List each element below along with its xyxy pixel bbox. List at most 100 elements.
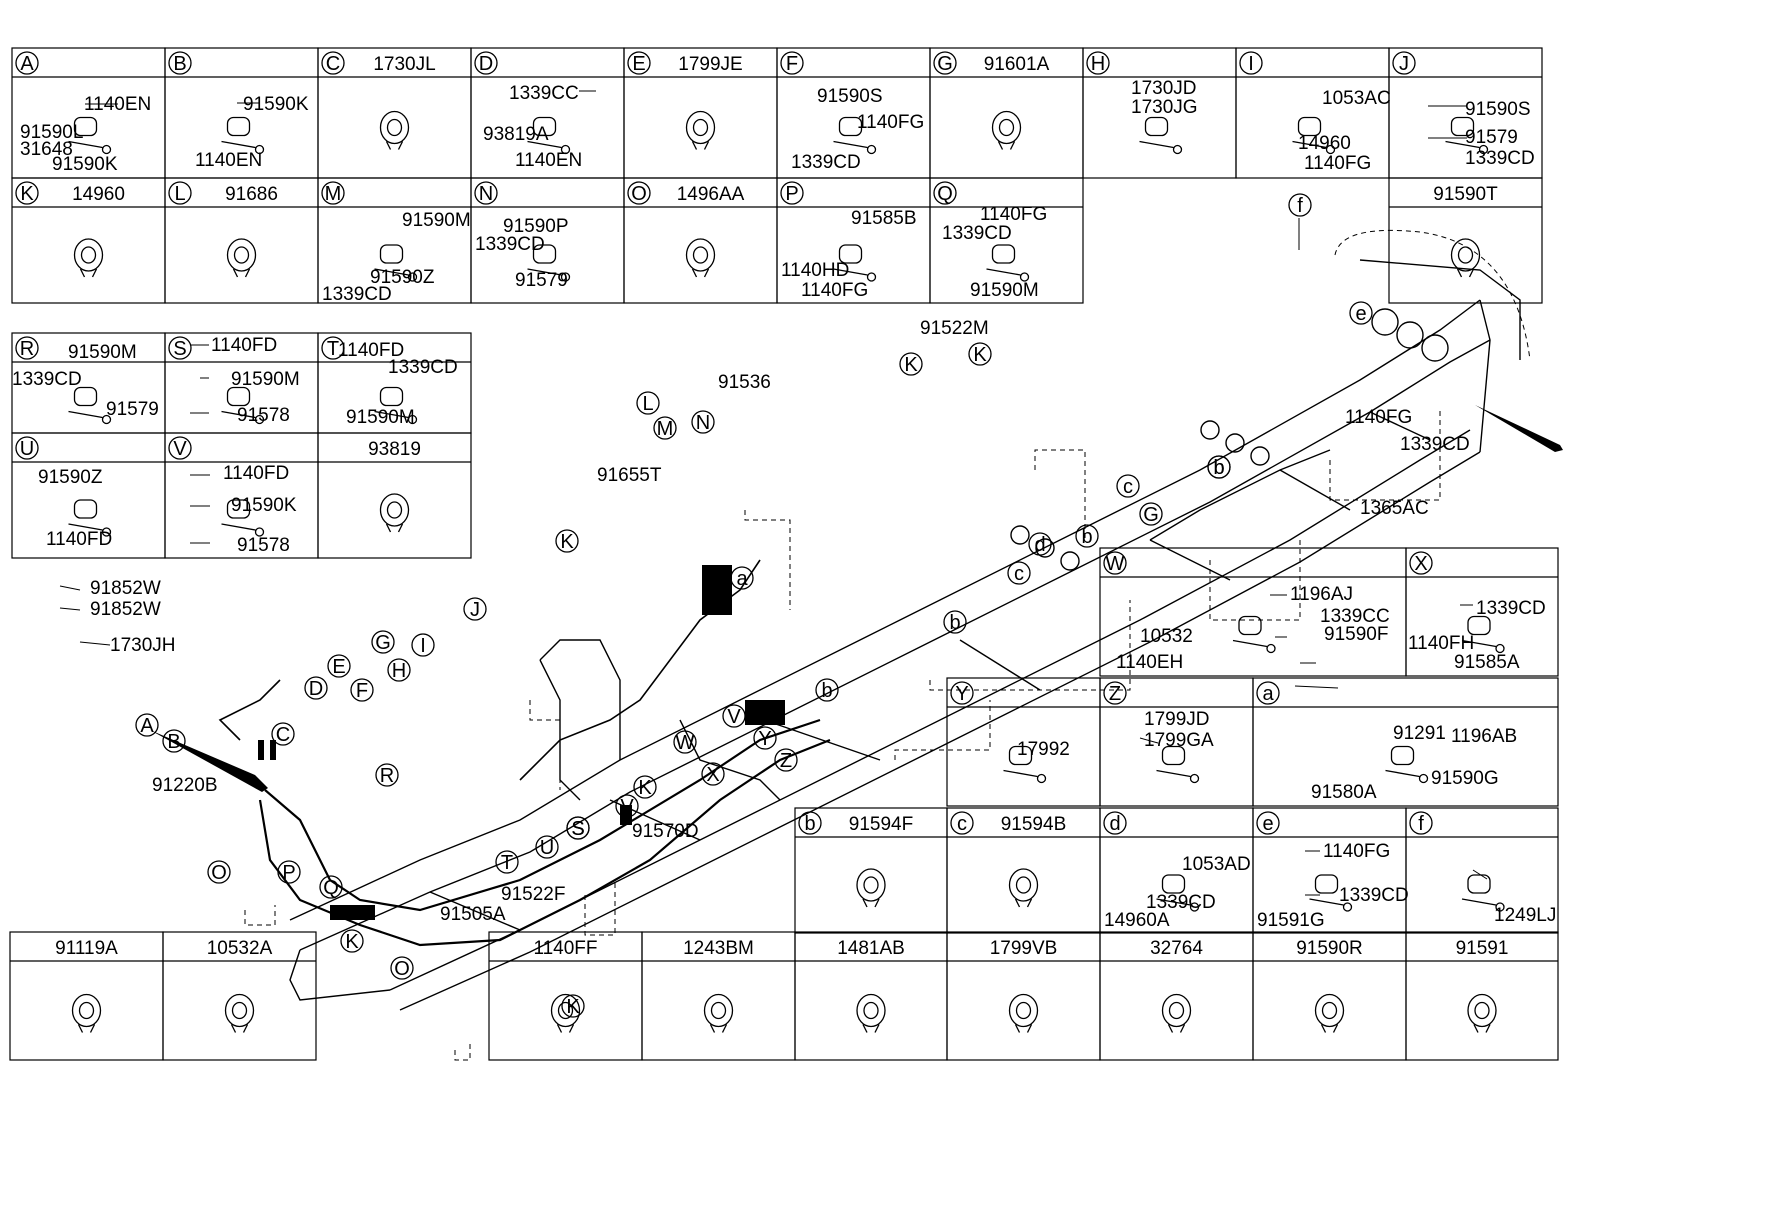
cell-letter-W: W <box>1103 551 1127 575</box>
callout-letter: M <box>325 183 342 205</box>
callout-K: K <box>340 929 364 953</box>
callout-circle <box>277 860 301 884</box>
cell-n5: 1481AB <box>794 931 948 1061</box>
part-number: 31648 <box>20 139 73 160</box>
callout-letter: K <box>566 996 580 1018</box>
callout-c: c <box>1116 474 1140 498</box>
callout-N: N <box>691 410 715 434</box>
callout-letter: N <box>479 183 493 205</box>
cell-n7: 32764 <box>1099 931 1254 1061</box>
cell-n4: 1243BM <box>641 931 796 1061</box>
callout-letter: J <box>470 599 480 621</box>
callout-letter: f <box>1418 813 1424 835</box>
part-number: 1730JD <box>1131 78 1197 99</box>
leader-line <box>59 607 81 611</box>
part-number: 91579 <box>106 399 159 420</box>
callout-circle <box>1103 681 1127 705</box>
cell-title: 91594F <box>849 814 913 835</box>
cell-letter-Y: Y <box>950 681 974 705</box>
part-number: 1249LJ <box>1494 905 1556 926</box>
cell-title: 1496AA <box>677 184 745 205</box>
part-number: 1140FG <box>1304 153 1371 174</box>
cell-letter-S: S <box>168 336 192 360</box>
part-sketch-icon <box>226 238 257 278</box>
callout-letter: Z <box>780 750 792 772</box>
callout-K: K <box>899 352 923 376</box>
callout-letter: K <box>20 183 34 205</box>
part-sketch-icon <box>991 110 1022 150</box>
callout-letter: E <box>632 53 645 75</box>
part-number: 1339CD <box>1146 892 1216 913</box>
part-number: 91590P <box>503 216 569 237</box>
callout-circle <box>474 181 498 205</box>
cell-title: 1481AB <box>837 938 905 959</box>
cell-border <box>1405 931 1559 1061</box>
part-sketch-icon <box>856 993 886 1033</box>
callout-letter: D <box>309 678 323 700</box>
part-number: 1140EH <box>1116 652 1183 673</box>
frame-part-number: 91655T <box>597 465 662 486</box>
cell-border <box>929 177 1084 304</box>
part-number: 91590S <box>1465 99 1531 120</box>
callout-circle <box>933 181 957 205</box>
part-number: 1339CD <box>791 152 861 173</box>
cell-border <box>1388 177 1543 304</box>
part-sketch-icon <box>1461 615 1505 654</box>
callout-circle <box>321 51 345 75</box>
callout-Q: Q <box>319 875 343 899</box>
cell-letter-Q: Q <box>933 181 957 205</box>
callout-b: b <box>815 678 839 702</box>
part-sketch-icon <box>685 110 716 150</box>
part-sketch-icon <box>833 244 877 282</box>
part-number: 10532 <box>1140 626 1193 647</box>
callout-circle <box>950 811 974 835</box>
callout-c: c <box>1007 561 1031 585</box>
callout-letter: B <box>173 53 186 75</box>
frame-part-number: 91522M <box>920 318 989 339</box>
callout-circle <box>1028 532 1052 556</box>
callout-letter: Y <box>758 728 771 750</box>
callout-D: D <box>304 676 328 700</box>
callout-letter: O <box>211 862 227 884</box>
cell-letter-K: K <box>15 181 39 205</box>
callout-circle <box>304 676 328 700</box>
callout-circle <box>340 929 364 953</box>
callout-letter: e <box>1262 813 1273 835</box>
part-number: 1053AD <box>1182 854 1251 875</box>
part-sketch-icon <box>374 244 418 282</box>
part-sketch-icon <box>833 116 877 155</box>
callout-letter: e <box>1355 303 1366 325</box>
callout-b: b <box>1207 455 1231 479</box>
part-sketch-icon <box>71 993 102 1033</box>
callout-circle <box>411 633 435 657</box>
cell-letter-V: V <box>168 436 192 460</box>
cell-title: 91590T <box>1433 184 1498 205</box>
callout-circle <box>691 410 715 434</box>
cell-title: 91590R <box>1296 938 1363 959</box>
callout-letter: Q <box>323 877 339 899</box>
part-sketch-icon <box>856 868 886 908</box>
callout-letter: S <box>571 818 584 840</box>
callout-letter: b <box>804 813 815 835</box>
cell-title: 91601A <box>984 54 1050 75</box>
cell-letter-d: d <box>1103 811 1127 835</box>
callout-Y: Y <box>753 726 777 750</box>
callout-circle <box>566 816 590 840</box>
callout-letter: X <box>706 764 719 786</box>
callout-circle <box>350 678 374 702</box>
part-sketch-icon <box>1161 993 1192 1033</box>
callout-M: M <box>653 416 677 440</box>
part-number: 1196AB <box>1451 726 1517 747</box>
cell-title: 1799VB <box>990 938 1058 959</box>
frame-part-number: 91536 <box>718 372 771 393</box>
callout-circle <box>780 51 804 75</box>
leader-line <box>1294 685 1339 689</box>
